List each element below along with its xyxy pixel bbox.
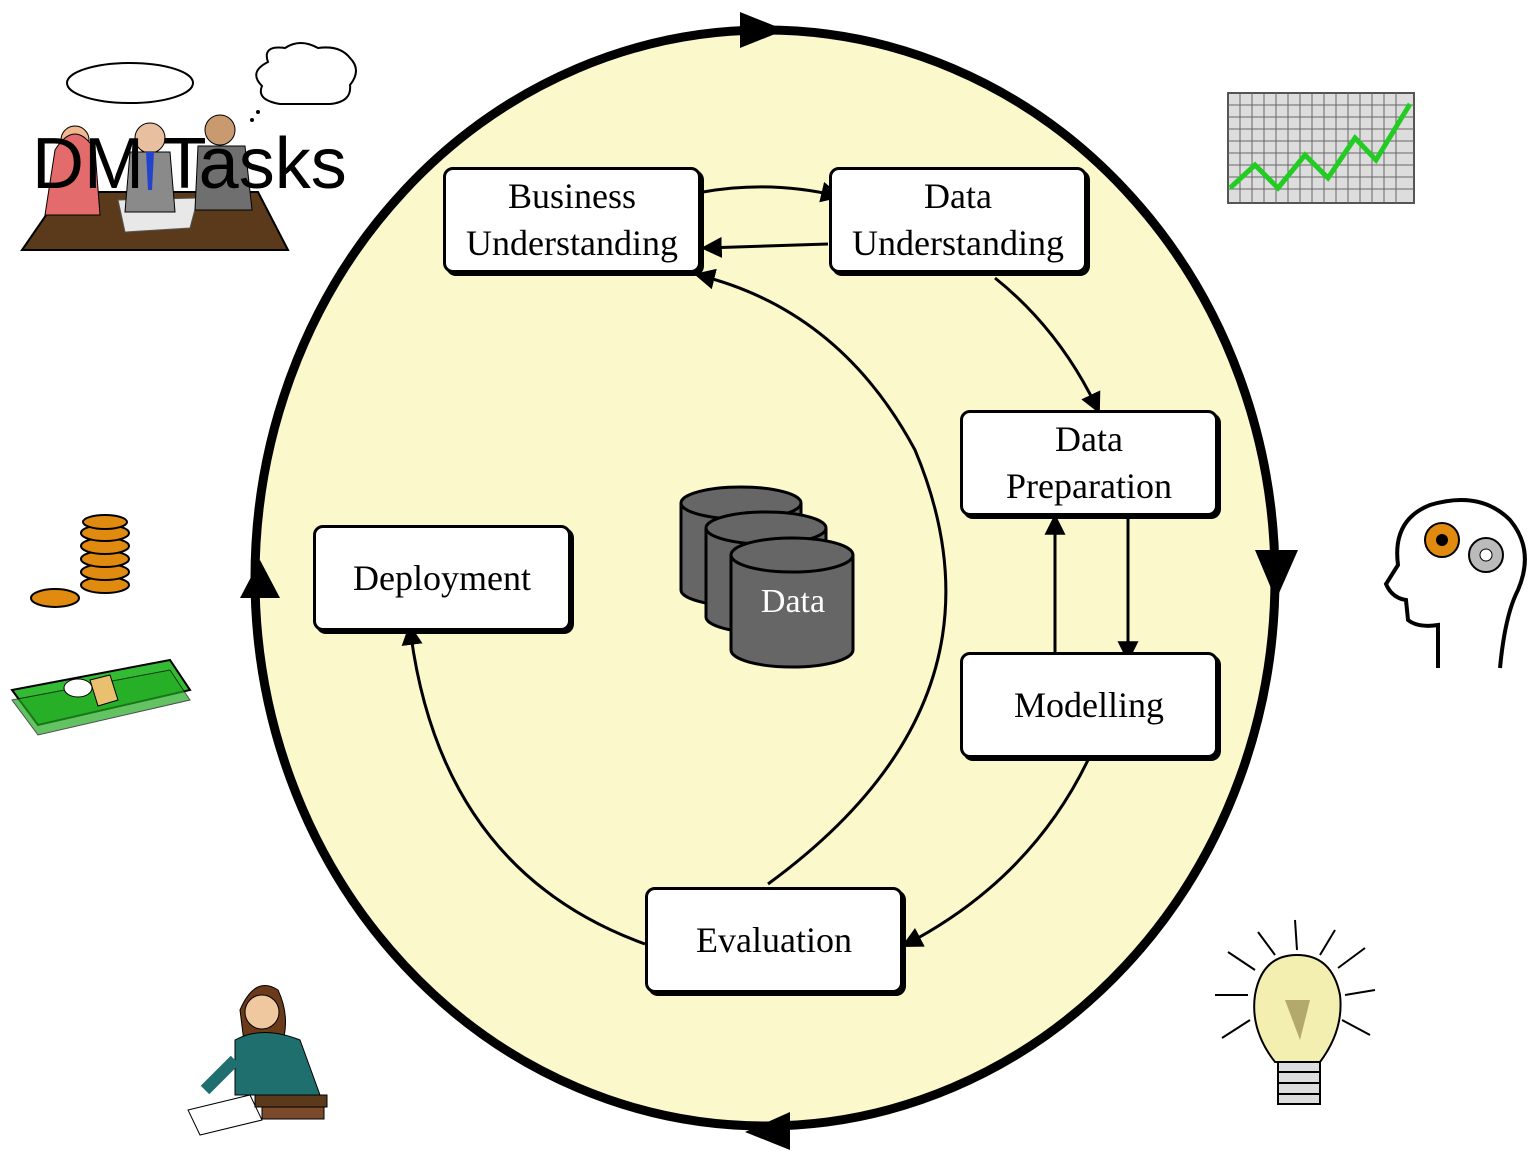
phase-evaluation: Evaluation [645, 887, 903, 993]
meeting-people-icon [20, 42, 357, 251]
phase-label: Data [1055, 419, 1123, 460]
phase-label: Business [507, 176, 637, 217]
phase-data-preparation: Data Preparation [960, 410, 1218, 516]
phase-label: Data [924, 176, 992, 217]
database-icon [679, 485, 855, 669]
arrow-mod-to-eval [901, 759, 1090, 947]
phase-label: Evaluation [696, 919, 852, 960]
arrow-bu-to-du [702, 181, 843, 203]
phase-modelling: Modelling [960, 652, 1218, 758]
outer-arrow-right [1255, 550, 1298, 600]
phase-business-understanding: Business Understanding [443, 167, 701, 273]
arrow-du-to-dp [994, 276, 1101, 414]
outer-arrow-bottom [745, 1112, 790, 1150]
outer-arrow-top [740, 12, 785, 48]
light-bulb-icon [1215, 919, 1376, 1105]
phase-label: Deployment [353, 557, 531, 598]
money-coins-icon [10, 514, 192, 736]
database-label: Data [760, 583, 826, 620]
phase-label: Understanding [466, 223, 678, 263]
arrow-du-to-bu [700, 236, 829, 258]
arrow-eval-to-deploy [401, 623, 646, 946]
phase-deployment: Deployment [313, 525, 571, 631]
phase-data-understanding: Data Understanding [829, 167, 1087, 273]
writing-woman-icon [187, 985, 328, 1136]
arrow-eval-to-bu [693, 268, 948, 886]
thinking-head-gears-icon [1383, 498, 1527, 669]
outer-arrow-left [240, 560, 280, 598]
phase-label: Understanding [852, 223, 1064, 263]
phase-label: Modelling [1014, 684, 1164, 725]
page-title: DM Tasks [32, 124, 347, 204]
growth-chart-icon [1227, 92, 1415, 204]
phase-label: Preparation [1006, 466, 1172, 506]
